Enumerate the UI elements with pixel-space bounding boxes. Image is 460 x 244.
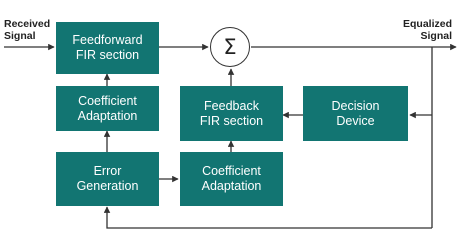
- feedback-fir-block: Feedback FIR section: [180, 86, 283, 141]
- coefficient-adaptation-fb-block: Coefficient Adaptation: [180, 152, 283, 206]
- feedforward-fir-block: Feedforward FIR section: [56, 22, 159, 74]
- received-signal-label: Received Signal: [4, 18, 51, 42]
- decision-device-block: Decision Device: [303, 86, 408, 141]
- sigma-symbol: Σ: [223, 35, 237, 59]
- decision-device-label: Decision Device: [331, 98, 380, 128]
- feedforward-fir-label: Feedforward FIR section: [72, 33, 143, 62]
- coefficient-adaptation-ff-block: Coefficient Adaptation: [56, 86, 159, 131]
- arrow-tap-to-error-generation: [103, 206, 432, 229]
- equalized-signal-label: Equalized Signal: [402, 18, 452, 42]
- error-generation-label: Error Generation: [76, 164, 139, 193]
- error-generation-block: Error Generation: [56, 152, 159, 206]
- feedback-fir-label: Feedback FIR section: [199, 98, 264, 128]
- coefficient-adaptation-fb-label: Coefficient Adaptation: [201, 164, 262, 193]
- summing-junction: Σ: [210, 27, 250, 67]
- coefficient-adaptation-ff-label: Coefficient Adaptation: [77, 93, 138, 123]
